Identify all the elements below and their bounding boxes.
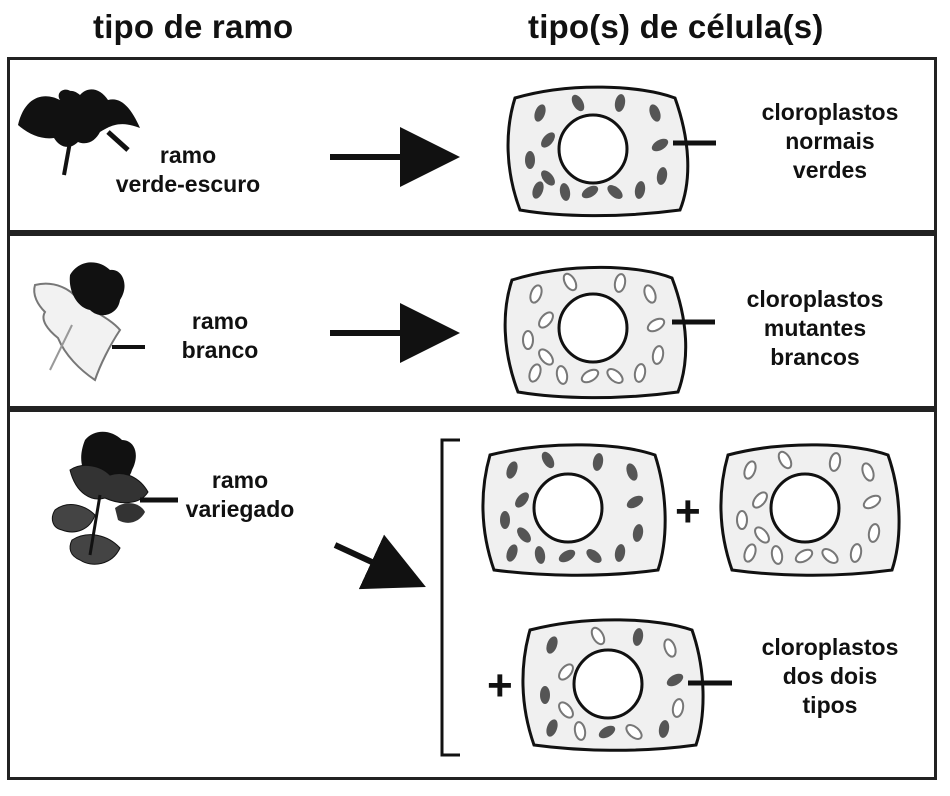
label-white-branch: ramo branco xyxy=(181,308,259,363)
dark-green-branch-icon xyxy=(18,89,140,176)
label-both-chloroplasts: cloroplastos dos dois tipos xyxy=(761,634,899,718)
plus-sign-2: + xyxy=(487,661,513,710)
label-dark-green-branch: ramo verde-escuro xyxy=(115,142,261,197)
label-mutant-chloroplasts: cloroplastos mutantes brancos xyxy=(746,286,884,370)
dark-branch-pointer xyxy=(106,130,130,152)
arrow-row3 xyxy=(333,534,426,590)
label-normal-chloroplasts: cloroplastos normais verdes xyxy=(761,99,899,183)
row-variegated xyxy=(7,409,937,780)
row-white xyxy=(7,233,937,409)
white-branch-icon xyxy=(33,262,125,382)
cell-mutant-white xyxy=(503,265,688,400)
cell-variegated-white xyxy=(719,443,901,577)
header-branch-type: tipo de ramo xyxy=(93,8,294,45)
cell-variegated-green xyxy=(481,443,667,577)
cell-normal-green xyxy=(506,85,690,218)
bracket xyxy=(440,438,460,757)
label-variegated-branch: ramo variegado xyxy=(185,467,295,522)
plus-sign-1: + xyxy=(675,487,701,536)
variegated-branch-icon xyxy=(51,431,149,565)
cell-mixed xyxy=(521,618,705,752)
header-cell-type: tipo(s) de célula(s) xyxy=(528,8,824,45)
row-dark-green xyxy=(7,57,937,233)
